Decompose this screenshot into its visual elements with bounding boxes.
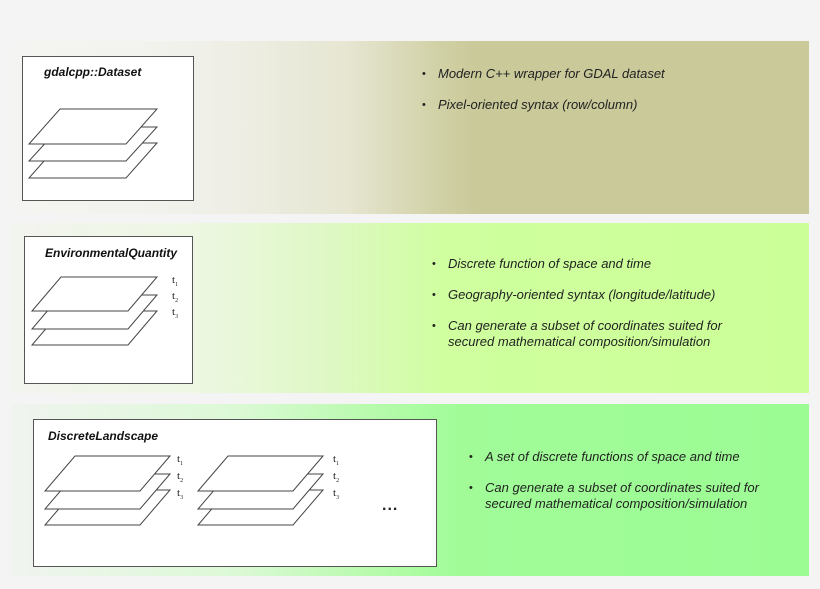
ellipsis: ... (382, 497, 399, 514)
svg-text:t1: t1 (333, 453, 339, 467)
discrete-landscape-box: DiscreteLandscape t1 t2 t3 t1 t2 t3 ... (33, 419, 437, 567)
bullet-item: Can generate a subset of coordinates sui… (430, 318, 760, 350)
bullet-item: Modern C++ wrapper for GDAL dataset (420, 66, 800, 82)
dataset-bullets: Modern C++ wrapper for GDAL dataset Pixe… (420, 66, 800, 128)
environmental-quantity-bullets: Discrete function of space and time Geog… (430, 256, 760, 365)
bullet-item: Can generate a subset of coordinates sui… (467, 480, 797, 512)
svg-text:t1: t1 (172, 274, 178, 288)
environmental-quantity-box: EnvironmentalQuantity t1 t2 t3 (24, 236, 193, 384)
bullet-item: A set of discrete functions of space and… (467, 449, 797, 465)
dataset-box: gdalcpp::Dataset (22, 56, 194, 201)
time-layers-group-1-icon: t1 t2 t3 (43, 453, 183, 526)
svg-text:t3: t3 (333, 487, 339, 501)
raster-layers-icon (27, 108, 159, 179)
svg-text:t3: t3 (177, 487, 183, 501)
environmental-quantity-title: EnvironmentalQuantity (45, 246, 178, 260)
bullet-item: Discrete function of space and time (430, 256, 760, 272)
dataset-title: gdalcpp::Dataset (44, 65, 142, 79)
svg-text:t3: t3 (172, 306, 178, 320)
bullet-item: Geography-oriented syntax (longitude/lat… (430, 287, 760, 303)
svg-text:t2: t2 (177, 470, 183, 484)
time-layers-group-2-icon: t1 t2 t3 (196, 453, 339, 526)
svg-text:t1: t1 (177, 453, 183, 467)
svg-text:t2: t2 (172, 290, 178, 304)
discrete-landscape-title: DiscreteLandscape (48, 429, 159, 443)
svg-text:t2: t2 (333, 470, 339, 484)
time-layers-icon: t1 t2 t3 (30, 274, 178, 346)
discrete-landscape-bullets: A set of discrete functions of space and… (467, 449, 797, 527)
bullet-item: Pixel-oriented syntax (row/column) (420, 97, 800, 113)
